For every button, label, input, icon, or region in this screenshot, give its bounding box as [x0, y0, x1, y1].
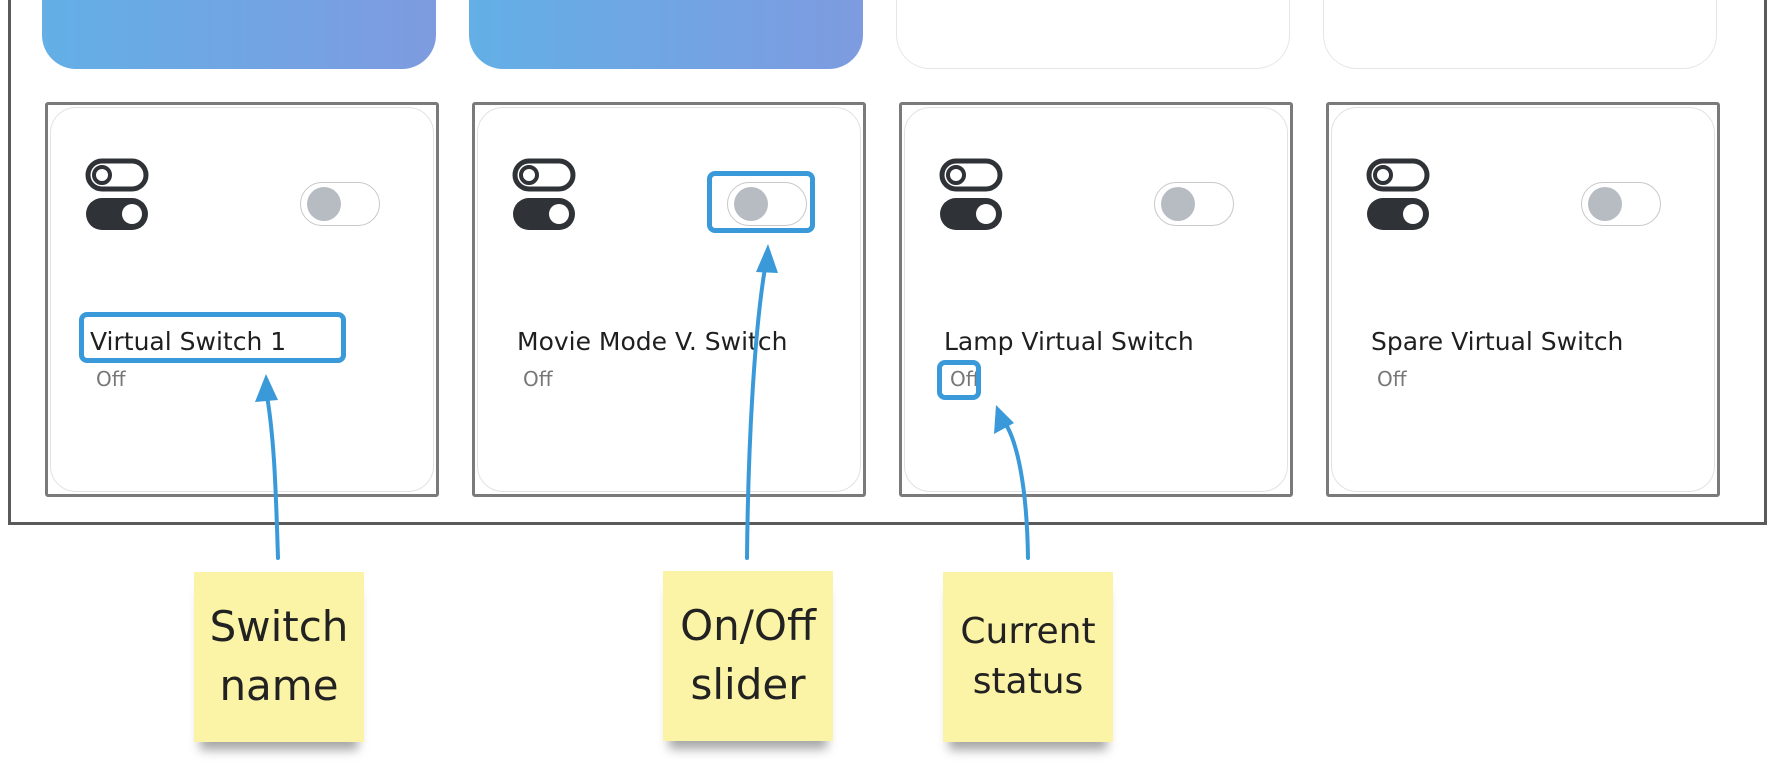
card-inner — [50, 107, 434, 492]
switch-panel: Virtual Switch 1 Off Movie Mode V. Switc… — [8, 0, 1767, 525]
note-slider-text: On/Off slider — [680, 601, 816, 709]
switch-card-3[interactable]: Lamp Virtual Switch Off — [899, 102, 1293, 497]
card-inner — [904, 107, 1288, 492]
toggle-switches-icon — [512, 158, 576, 230]
on-off-slider[interactable] — [300, 182, 380, 226]
note-switch-name: Switch name — [194, 572, 364, 742]
toggle-switches-icon — [939, 158, 1003, 230]
slider-knob — [307, 187, 341, 221]
switch-status: Off — [523, 367, 553, 391]
switch-name: Lamp Virtual Switch — [944, 327, 1194, 356]
card-inner — [477, 107, 861, 492]
switch-card-4[interactable]: Spare Virtual Switch Off — [1326, 102, 1720, 497]
slider-knob — [1588, 187, 1622, 221]
note-status: Current status — [943, 572, 1113, 742]
note-slider: On/Off slider — [663, 571, 833, 741]
switch-name: Virtual Switch 1 — [90, 327, 287, 356]
card-inner — [1331, 107, 1715, 492]
slider-knob — [1161, 187, 1195, 221]
switch-card-2[interactable]: Movie Mode V. Switch Off — [472, 102, 866, 497]
top-tile-3[interactable] — [896, 0, 1290, 69]
slider-highlight — [707, 171, 815, 233]
top-tile-4[interactable] — [1323, 0, 1717, 69]
toggle-switches-icon — [85, 158, 149, 230]
on-off-slider[interactable] — [727, 182, 807, 226]
on-off-slider[interactable] — [1581, 182, 1661, 226]
switch-status: Off — [96, 367, 126, 391]
note-status-text: Current status — [960, 610, 1096, 702]
top-tile-1[interactable] — [42, 0, 436, 69]
slider-knob — [734, 187, 768, 221]
switch-card-1[interactable]: Virtual Switch 1 Off — [45, 102, 439, 497]
on-off-slider[interactable] — [1154, 182, 1234, 226]
switch-name: Movie Mode V. Switch — [517, 327, 788, 356]
note-switch-name-text: Switch name — [209, 602, 349, 710]
status-highlight — [937, 360, 981, 400]
toggle-switches-icon — [1366, 158, 1430, 230]
switch-name-highlight — [79, 312, 346, 363]
switch-status: Off — [1377, 367, 1407, 391]
switch-name: Spare Virtual Switch — [1371, 327, 1624, 356]
switch-status: Off — [950, 367, 980, 391]
top-tile-2[interactable] — [469, 0, 863, 69]
